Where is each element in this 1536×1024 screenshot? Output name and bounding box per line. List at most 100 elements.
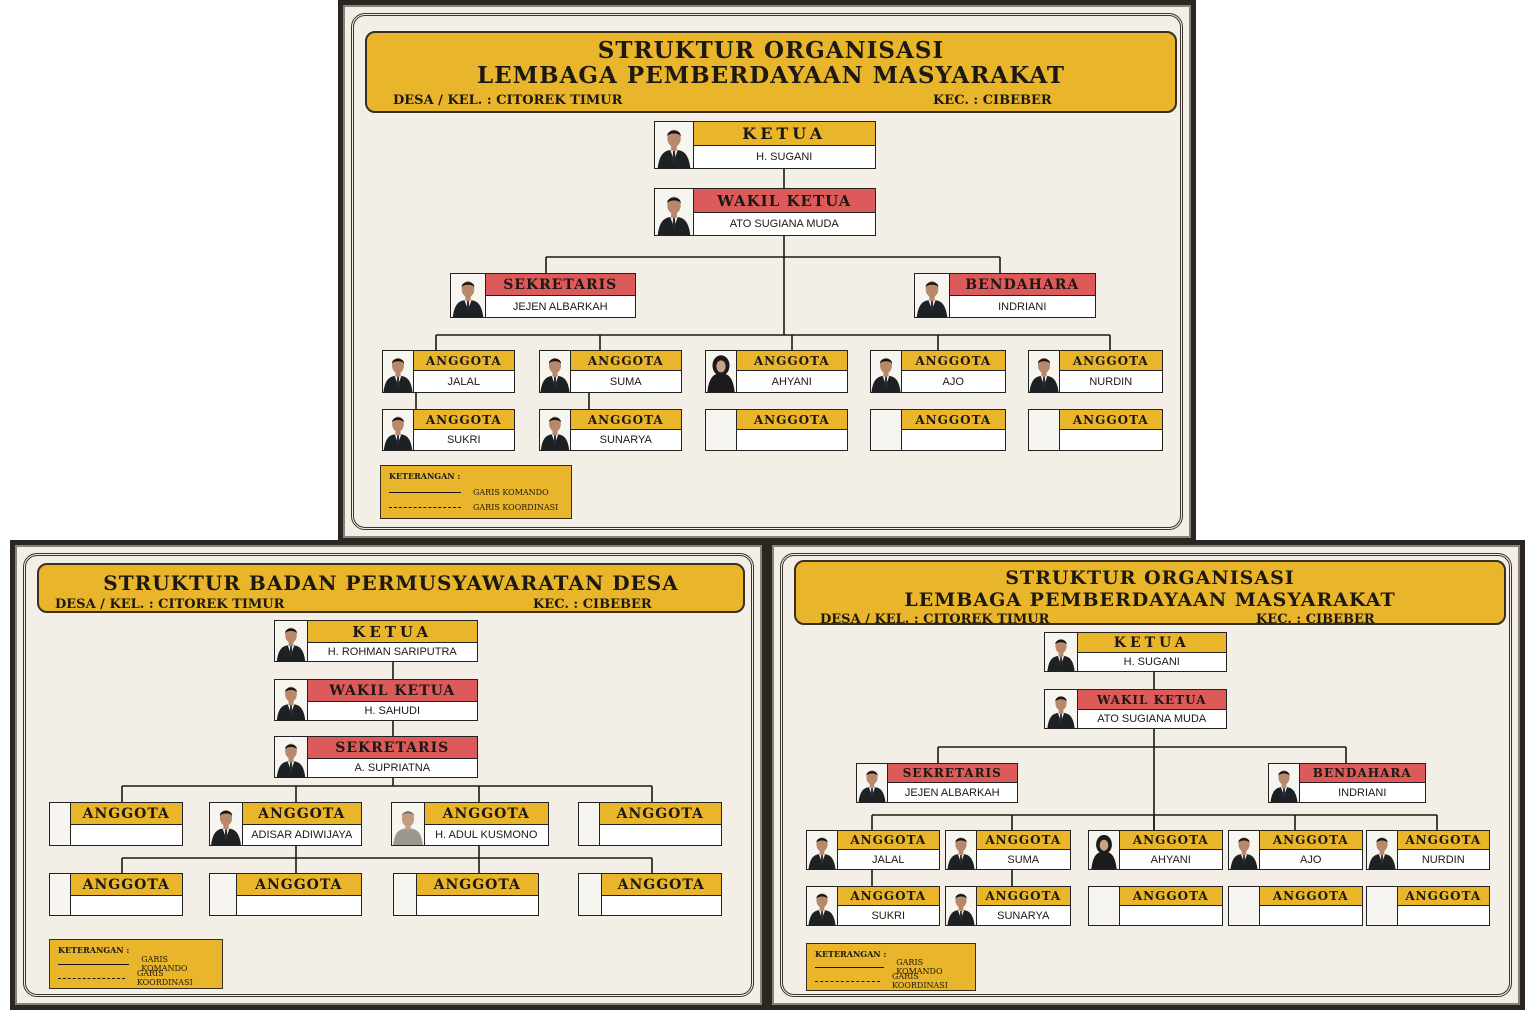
man-suit-icon (274, 736, 308, 778)
member-card-anggota: ANGGOTA (49, 873, 183, 916)
member-name (1118, 905, 1223, 926)
board-title-line: STRUKTUR ORGANISASI (1005, 567, 1295, 589)
man-suit-icon (1044, 689, 1078, 729)
legend-row-komando: GARIS KOMANDO (389, 487, 565, 497)
role-label: SEKRETARIS (484, 273, 636, 295)
legend-title: KETERANGAN : (815, 949, 887, 959)
member-name (900, 429, 1006, 451)
solid-line-sample (815, 966, 885, 968)
member-name: AHYANI (1118, 849, 1223, 870)
empty-photo-slot (209, 873, 237, 916)
member-name: INDRIANI (1298, 782, 1426, 803)
member-name: SUMA (569, 370, 682, 393)
member-card-anggota: ANGGOTA (49, 802, 183, 846)
member-name (1258, 905, 1363, 926)
member-name: INDRIANI (948, 295, 1096, 318)
empty-photo-slot (393, 873, 417, 916)
empty-photo-slot (870, 409, 902, 451)
woman-hijab-icon (1088, 830, 1120, 870)
member-card-anggota: ANGGOTA (578, 873, 722, 916)
legend-komando-label: GARIS KOMANDO (473, 487, 549, 497)
role-label: ANGGOTA (412, 350, 515, 370)
role-label: KETUA (1076, 632, 1227, 652)
man-suit-icon (806, 830, 838, 870)
member-name (235, 895, 362, 916)
role-label: WAKIL KETUA (306, 679, 478, 701)
role-label: ANGGOTA (1396, 830, 1490, 849)
solid-line-sample (389, 491, 461, 493)
board-frame (780, 553, 1512, 997)
board-frame (351, 13, 1183, 530)
role-label: ANGGOTA (735, 350, 848, 370)
dashed-line-sample (58, 977, 125, 979)
man-suit-icon (1268, 763, 1300, 803)
role-label: ANGGOTA (1396, 886, 1490, 905)
role-label: SEKRETARIS (306, 736, 478, 758)
member-name: SUNARYA (569, 429, 682, 451)
command-lines (121, 662, 653, 873)
man-suit-icon (654, 188, 694, 236)
member-card-anggota: ANGGOTA (209, 873, 362, 916)
role-label: ANGGOTA (569, 350, 682, 370)
kecamatan-label: KEC. : CIBEBER (533, 597, 652, 612)
legend-komando-label: GARIS KOMANDO (141, 955, 188, 973)
member-name: ATO SUGIANA MUDA (692, 212, 876, 236)
desa-label: DESA / KEL. : CITOREK TIMUR (393, 93, 623, 108)
member-name: JEJEN ALBARKAH (484, 295, 636, 318)
member-name (69, 895, 183, 916)
member-name: AHYANI (735, 370, 848, 393)
member-name: NURDIN (1396, 849, 1490, 870)
role-label: ANGGOTA (836, 886, 940, 905)
man-suit-icon (1366, 830, 1398, 870)
empty-photo-slot (578, 802, 600, 846)
role-label: ANGGOTA (415, 873, 539, 895)
man-suit-icon (450, 273, 486, 318)
dashed-line-sample (389, 506, 461, 508)
member-name: H. SAHUDI (306, 701, 478, 721)
member-name: SUMA (975, 849, 1071, 870)
role-label: SEKRETARIS (886, 763, 1018, 782)
role-label: ANGGOTA (975, 830, 1071, 849)
role-label: ANGGOTA (1058, 409, 1163, 429)
member-card-anggota: ANGGOTA (1028, 409, 1163, 451)
board-title-line: LEMBAGA PEMBERDAYAAN MASYARAKAT (904, 589, 1396, 611)
role-label: ANGGOTA (735, 409, 848, 429)
legend-title: KETERANGAN : (58, 945, 130, 955)
man-suit-icon (382, 409, 414, 451)
role-label: ANGGOTA (1258, 886, 1363, 905)
member-name: JEJEN ALBARKAH (886, 782, 1018, 803)
role-label: ANGGOTA (836, 830, 940, 849)
role-label: ANGGOTA (423, 802, 549, 824)
member-name (1396, 905, 1490, 926)
man-casual-icon (391, 802, 425, 846)
role-label: ANGGOTA (598, 802, 722, 824)
role-label: WAKIL KETUA (1076, 689, 1227, 709)
legend-koordinasi-label: GARIS KOORDINASI (136, 969, 193, 987)
command-lines (871, 672, 1438, 886)
desa-label: DESA / KEL. : CITOREK TIMUR (55, 597, 285, 612)
man-suit-icon (1228, 830, 1260, 870)
man-suit-icon (274, 620, 308, 662)
man-suit-icon (806, 886, 838, 926)
role-label: ANGGOTA (900, 409, 1006, 429)
empty-photo-slot (1028, 409, 1060, 451)
member-name: ATO SUGIANA MUDA (1076, 709, 1227, 729)
